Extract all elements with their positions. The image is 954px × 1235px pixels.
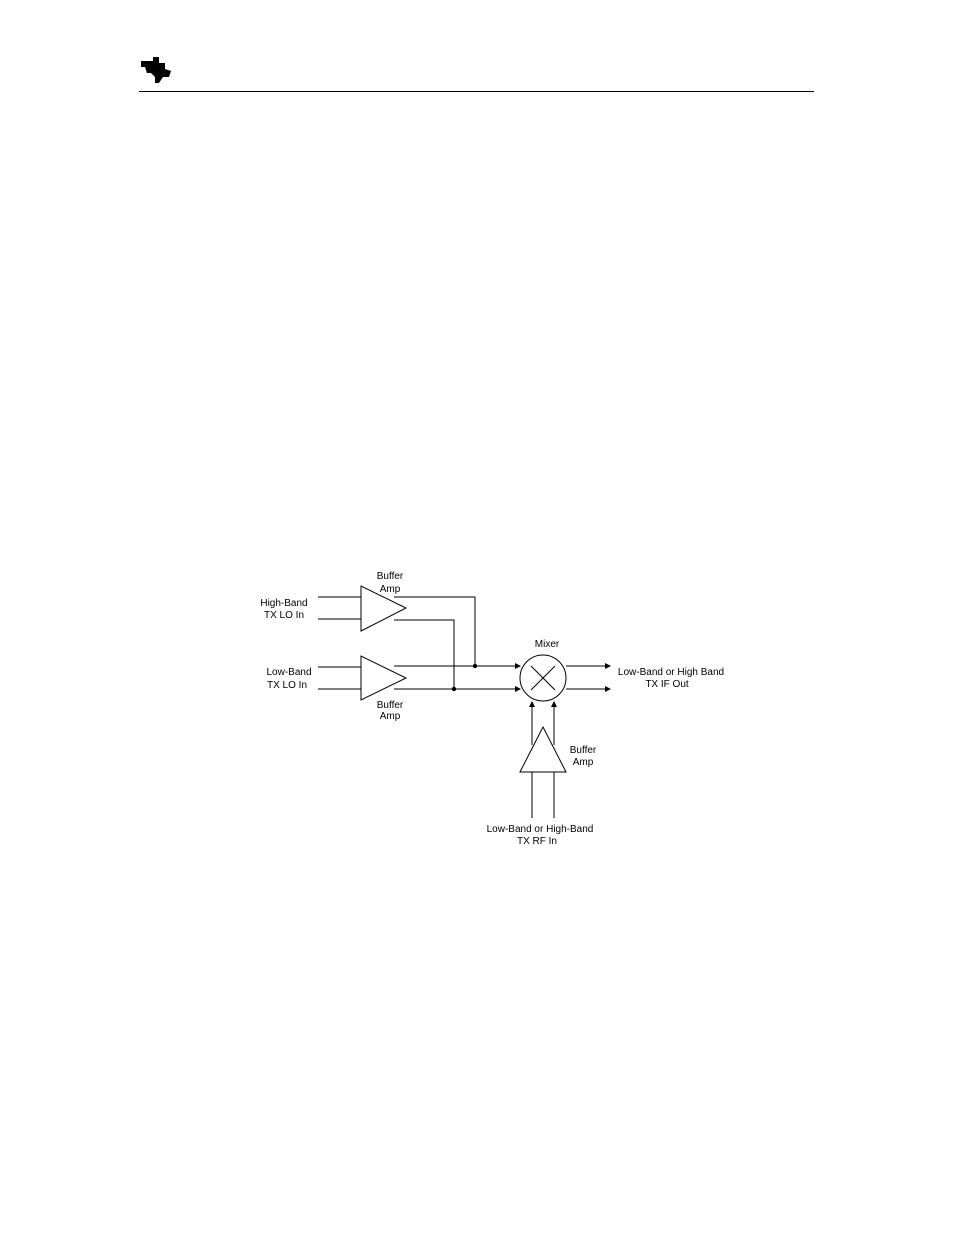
high-band-input-label-2: TX LO In <box>264 610 304 621</box>
buffer-amp-high-label-2: Amp <box>380 584 401 595</box>
mixer-symbol <box>519 654 567 702</box>
if-output-lines <box>566 663 611 692</box>
mixer-label: Mixer <box>535 639 560 650</box>
buffer-amp-low <box>360 655 408 701</box>
low-band-input-label-2: TX LO In <box>267 680 307 691</box>
buffer-amp-low-label-1: Buffer <box>377 700 404 711</box>
high-band-input-label-1: High-Band <box>260 598 307 609</box>
junction-dot-lower <box>451 686 457 692</box>
ti-logo-icon: ti <box>141 57 171 83</box>
buffer-amp-high <box>360 585 408 632</box>
buffer-amp-rf-label-1: Buffer <box>570 745 597 756</box>
if-output-label-1: Low-Band or High Band <box>618 667 724 678</box>
rf-input-lines <box>529 701 557 818</box>
junction-dot-upper <box>472 663 478 669</box>
low-band-output-routing <box>394 663 521 692</box>
svg-text:ti: ti <box>156 66 162 77</box>
buffer-amp-high-label-1: Buffer <box>377 571 404 582</box>
header-divider <box>139 91 814 92</box>
buffer-amp-low-label-2: Amp <box>380 711 401 722</box>
rf-input-label-1: Low-Band or High-Band <box>487 824 594 835</box>
low-band-input-lines <box>318 666 361 690</box>
buffer-amp-rf <box>519 725 567 773</box>
high-band-input-lines <box>318 596 361 620</box>
buffer-amp-rf-label-2: Amp <box>573 757 594 768</box>
high-band-output-routing <box>394 596 476 689</box>
rf-input-label-2: TX RF In <box>517 836 557 847</box>
if-output-label-2: TX IF Out <box>645 679 689 690</box>
low-band-input-label-1: Low-Band <box>266 667 311 678</box>
